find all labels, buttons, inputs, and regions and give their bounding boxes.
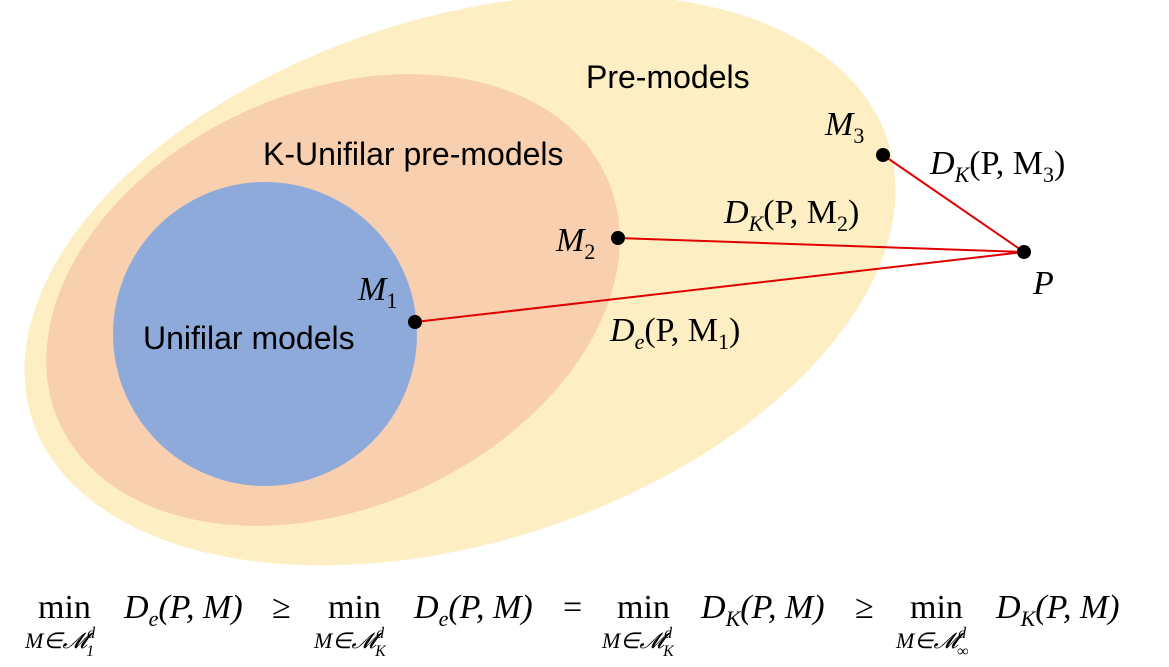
formula-term-2-expr: De(P, M)	[413, 589, 533, 631]
unifilar-label: Unifilar models	[143, 320, 355, 356]
formula-term-2-op: min	[328, 589, 381, 626]
line-m3-p	[882, 154, 1025, 253]
formula-term-3-op: min	[617, 589, 670, 626]
distance-label-d3: DK(P, M3)	[929, 145, 1065, 187]
label-p: P	[1032, 265, 1054, 302]
distance-label-d2: DK(P, M2)	[723, 194, 859, 236]
line-m2-p	[617, 237, 1025, 253]
line-m1-p	[414, 251, 1025, 323]
label-m2: M2	[555, 222, 595, 264]
formula-term-4-expr: DK(P, M)	[995, 589, 1120, 631]
unifilar-region	[113, 182, 417, 486]
point-m2	[611, 231, 625, 245]
point-p	[1017, 245, 1031, 259]
formula-term-3-expr: DK(P, M)	[700, 589, 825, 631]
formula-term-1-expr: De(P, M)	[123, 589, 243, 631]
formula-term-4-under: M∈𝓜d∞	[895, 625, 969, 660]
formula-rel-1: ≥	[272, 589, 291, 626]
formula-term-4-op: min	[910, 589, 963, 626]
distance-label-d1: De(P, M1)	[609, 312, 740, 354]
label-m3: M3	[824, 106, 864, 148]
formula-term-1-op: min	[38, 589, 91, 626]
formula-rel-2: =	[563, 589, 582, 626]
formula-rel-3: ≥	[855, 589, 874, 626]
point-m1	[408, 315, 422, 329]
point-m3	[876, 148, 890, 162]
pre-models-label: Pre-models	[586, 59, 750, 95]
k-unifilar-label: K-Unifilar pre-models	[263, 136, 564, 172]
label-m1: M1	[357, 271, 397, 313]
